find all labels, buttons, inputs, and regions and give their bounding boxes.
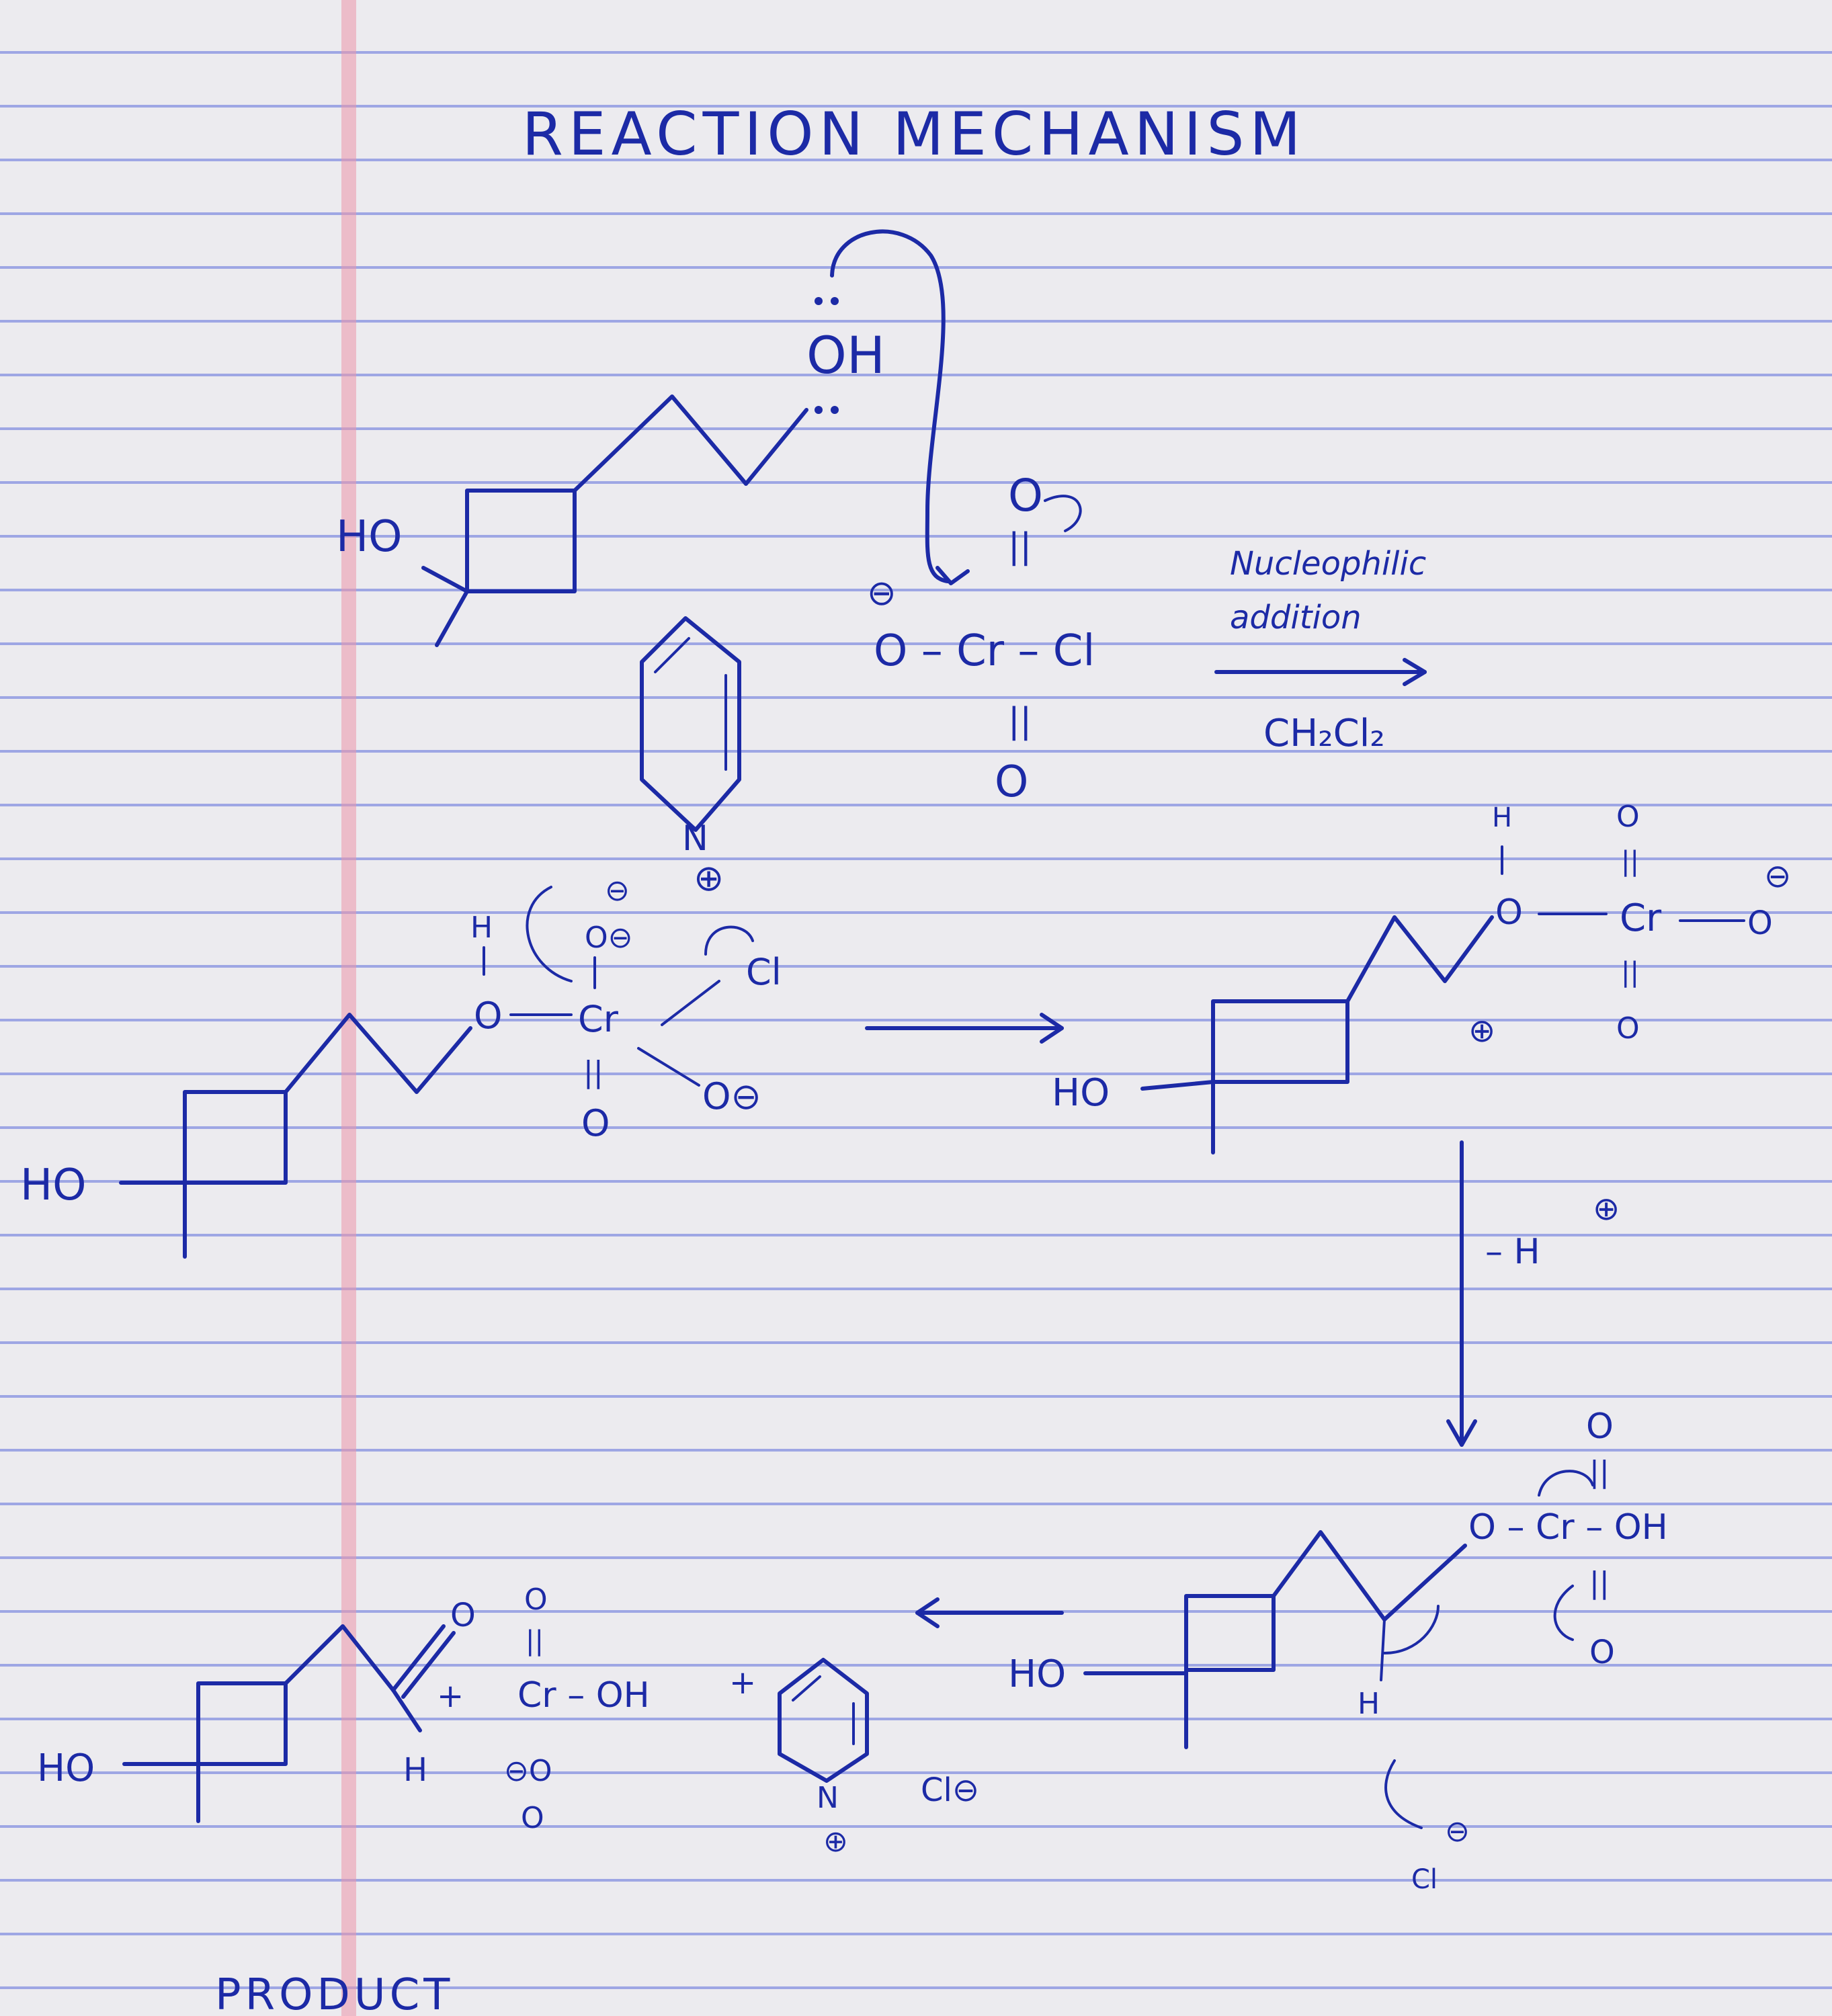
curved-arrow-4c [1383, 1605, 1440, 1654]
arrow-back [915, 1597, 1064, 1628]
cyclobutane-ring-2 [183, 1090, 288, 1185]
pyridine-n-5: N [817, 1781, 839, 1815]
chromate-intermediate: HO H O Cr ⊖ O⊖ Cl || O O⊖ || [20, 874, 782, 1259]
cr-label-2: Cr [578, 998, 619, 1040]
diagram-title: REACTION MECHANISM [522, 99, 1306, 169]
o-3b: O [1747, 905, 1773, 942]
dbl-2a: || [583, 1055, 603, 1089]
pyridine-n-1: N [682, 818, 708, 859]
o-top-label: O [1008, 470, 1043, 521]
o-5a: O [524, 1583, 548, 1617]
cr-oh-5: Cr – OH [517, 1675, 650, 1716]
protonated-ester: HO H O Cr O || ⊖ O || O ⊕ [1052, 800, 1791, 1154]
propyl-chain-3 [1345, 915, 1494, 1003]
arrow-2 [865, 1013, 1064, 1044]
minus-3: ⊖ [1764, 857, 1791, 895]
curved-arrow-2a [526, 886, 573, 982]
condition-label-1: Nucleophilic [1230, 545, 1426, 583]
starting-alcohol: HO OH [336, 229, 970, 647]
plus-5: + [437, 1677, 464, 1715]
o-minus-2b: O⊖ [702, 1075, 761, 1118]
dbl-3b: || [1621, 957, 1639, 988]
o-3a: O [1616, 800, 1640, 834]
propyl-chain-4 [1272, 1530, 1467, 1622]
o-cr-oh-4: O – Cr – OH [1468, 1507, 1668, 1548]
curved-arrow-4d [1384, 1759, 1423, 1829]
plus-5b: + [729, 1664, 756, 1702]
h-label-4: H [1358, 1687, 1380, 1721]
o-2b: O [581, 1102, 610, 1144]
cyclobutane-ring-3 [1211, 999, 1349, 1084]
propyl-chain-1 [573, 394, 808, 493]
curved-arrow-1 [830, 229, 950, 583]
cyclobutane-ring-1 [465, 489, 577, 593]
o-3c: O [1616, 1011, 1640, 1046]
curved-arrow-4b [1553, 1585, 1574, 1641]
o-4a: O [1586, 1406, 1614, 1447]
ho-label-4: HO [1008, 1652, 1066, 1696]
pyridine-ring-5 [778, 1658, 869, 1783]
curved-arrow-4a [1538, 1470, 1594, 1497]
products: HO O H + O || Cr – OH + ⊖O O N ⊕ Cl⊖ [37, 1583, 979, 1859]
dbl-bond-a: || [1008, 526, 1032, 566]
h-label-2: H [470, 911, 493, 945]
o-label-2: O [474, 995, 503, 1037]
ho-bond-1 [421, 566, 469, 593]
cl-label-2: Cl [746, 951, 782, 993]
minus-h-label: – H [1485, 1232, 1540, 1272]
arrowhead-1 [935, 566, 970, 585]
dbl-bond-b: || [1008, 701, 1032, 741]
dbl-5a: || [526, 1626, 544, 1656]
cyclobutane-ring-4 [1184, 1594, 1276, 1672]
h-label-5: H [403, 1751, 427, 1789]
ho-label-3: HO [1052, 1071, 1110, 1115]
pyridine-ring-1 [640, 616, 741, 832]
propyl-chain-2 [284, 1013, 472, 1094]
o-bottom-a: O [995, 757, 1028, 807]
cr-label-3: Cr [1620, 896, 1662, 940]
ho-label-5: HO [37, 1747, 95, 1790]
product-footer: PRODUCT [215, 1970, 454, 2016]
condition-label-2: addition [1230, 599, 1362, 636]
pcc-reagent: O || ⊖ O – Cr – Cl || O [867, 470, 1095, 807]
o-5c: O [521, 1801, 544, 1835]
dbl-3a: || [1621, 846, 1639, 877]
pcc-o-cr-cl: O – Cr – Cl [874, 626, 1095, 676]
margin-line [341, 0, 356, 2016]
pyridinium-1: N ⊕ [640, 616, 741, 899]
oh-label-top: OH [806, 325, 885, 385]
chromate-ester-elimination: O || O – Cr – OH || O HO H ⊖ Cl [1008, 1406, 1668, 1895]
curved-arrow-2b [704, 925, 754, 956]
condition-arrow-1: Nucleophilic addition CH₂Cl₂ [1214, 545, 1427, 755]
pyridine-plus-1: ⊕ [694, 857, 724, 899]
cyclobutane-ring-5 [196, 1681, 288, 1766]
o-4b: O [1589, 1634, 1615, 1671]
o-minus-5: ⊖O [504, 1754, 552, 1788]
plus-h-label: ⊕ [1593, 1190, 1620, 1228]
deprotonation-arrow: – H ⊕ [1446, 1140, 1620, 1447]
o-label-5: O [450, 1597, 476, 1634]
o-label-3: O [1495, 892, 1523, 933]
ethyl-chain-5 [284, 1624, 395, 1692]
pyridine-plus-5: ⊕ [823, 1824, 848, 1859]
ho-label-2: HO [20, 1161, 87, 1210]
dbl-4b: || [1589, 1566, 1610, 1600]
minus-cl-4: ⊖ [1445, 1814, 1470, 1849]
methyl-bond-1 [435, 589, 469, 647]
curved-arrow-o-top [1044, 495, 1082, 532]
h-label-3: H [1492, 802, 1512, 833]
charge-minus-a: ⊖ [867, 573, 897, 614]
plus-3: ⊕ [1468, 1012, 1495, 1050]
solvent-label: CH₂Cl₂ [1263, 712, 1385, 755]
ho-label-1: HO [336, 512, 403, 562]
cl-label-4: Cl [1411, 1864, 1438, 1895]
cl-minus-5: Cl⊖ [921, 1771, 979, 1809]
minus-2a: ⊖ [605, 874, 630, 908]
o-minus-2: O⊖ [585, 921, 633, 955]
